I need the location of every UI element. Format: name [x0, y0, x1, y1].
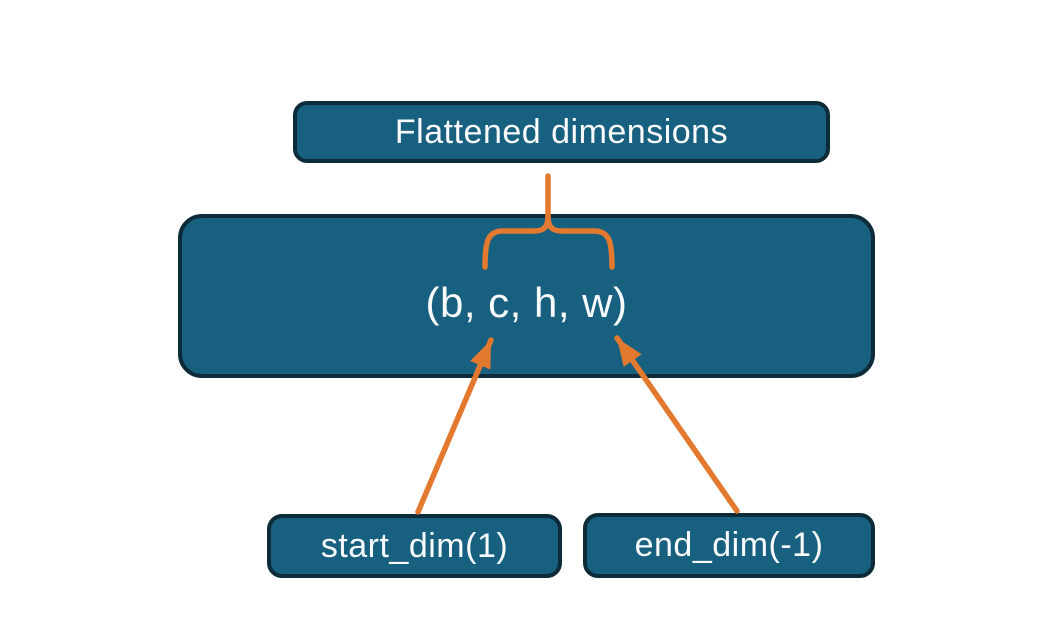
start-dim-label: start_dim(1) [320, 526, 509, 565]
tensor-shape-label: (b, c, h, w) [425, 279, 628, 326]
node-start-dim: start_dim(1) [267, 514, 562, 578]
node-end-dim: end_dim(-1) [583, 513, 875, 578]
flattened-dimensions-label: Flattened dimensions [394, 112, 729, 151]
node-tensor-shape: (b, c, h, w) [178, 214, 875, 378]
end-dim-label: end_dim(-1) [634, 526, 824, 564]
node-flattened-dimensions: Flattened dimensions [293, 101, 830, 163]
